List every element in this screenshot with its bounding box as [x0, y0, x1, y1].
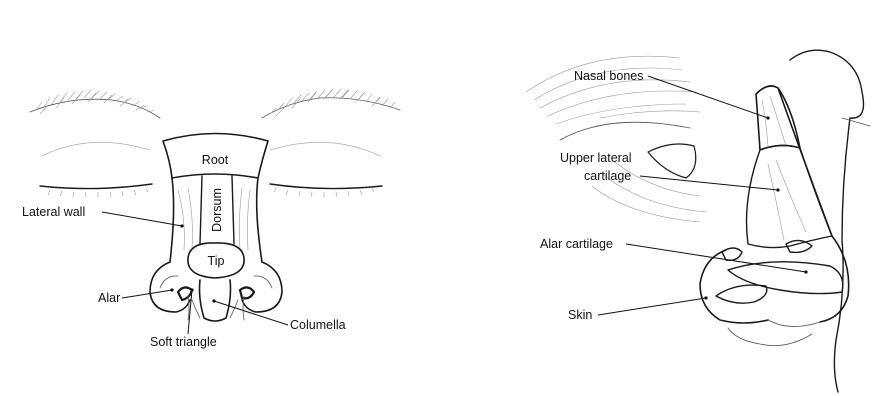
- frontal-view: Root Dorsum Tip Lateral wall Alar Soft t…: [22, 89, 400, 349]
- lateral-eye: [560, 122, 706, 222]
- label-tip: Tip: [208, 254, 225, 268]
- lateral-view: Nasal bones Upper lateral cartilage Alar…: [526, 50, 870, 392]
- alar-cartilage: [728, 262, 843, 294]
- left-closed-eye: [40, 142, 152, 197]
- label-root: Root: [202, 153, 229, 167]
- label-upper-lateral-line2: cartilage: [584, 169, 631, 183]
- label-lateral-wall: Lateral wall: [22, 205, 85, 219]
- label-columella: Columella: [290, 318, 346, 332]
- label-skin: Skin: [568, 308, 592, 322]
- label-upper-lateral-line1: Upper lateral: [560, 151, 632, 165]
- label-dorsum: Dorsum: [210, 188, 224, 232]
- lateral-brow-strokes: [526, 56, 700, 124]
- lateral-leader-lines: [598, 76, 808, 315]
- nasal-bones: [756, 86, 800, 150]
- label-soft-triangle: Soft triangle: [150, 335, 217, 349]
- label-nasal-bones: Nasal bones: [574, 69, 644, 83]
- label-alar: Alar: [98, 291, 120, 305]
- right-closed-eye: [270, 142, 382, 197]
- upper-lateral-cartilage: [747, 145, 833, 247]
- label-alar-cartilage: Alar cartilage: [540, 237, 613, 251]
- right-eyebrow: [262, 89, 400, 118]
- left-eyebrow: [30, 90, 160, 118]
